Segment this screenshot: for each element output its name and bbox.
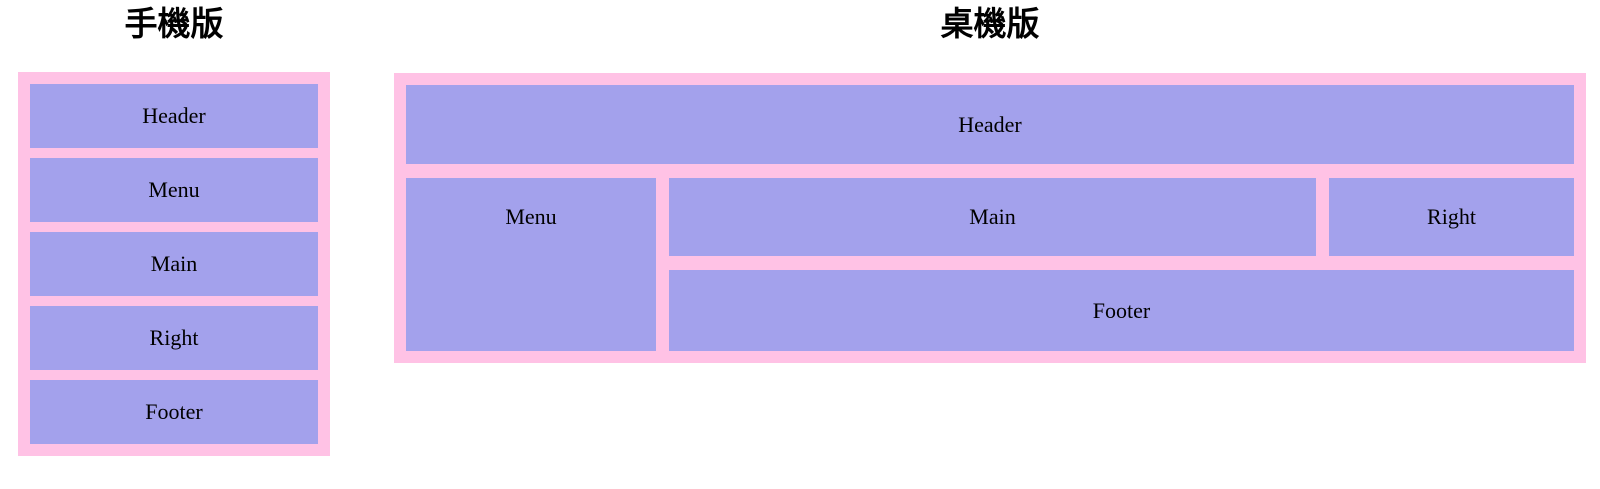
desktop-layout-container: Header Menu Main Right Footer — [394, 73, 1586, 363]
mobile-layout-container: Header Menu Main Right Footer — [18, 72, 330, 456]
desktop-header-box: Header — [406, 85, 1574, 164]
desktop-footer-box: Footer — [669, 270, 1574, 351]
mobile-version-title: 手機版 — [124, 5, 224, 42]
desktop-menu-box: Menu — [406, 178, 656, 351]
mobile-right-box: Right — [30, 306, 318, 370]
mobile-main-box: Main — [30, 232, 318, 296]
mobile-header-box: Header — [30, 84, 318, 148]
mobile-footer-box: Footer — [30, 380, 318, 444]
desktop-right-box: Right — [1329, 178, 1574, 256]
desktop-version-title: 桌機版 — [940, 5, 1040, 42]
mobile-menu-box: Menu — [30, 158, 318, 222]
desktop-menu-label: Menu — [505, 204, 557, 229]
desktop-main-box: Main — [669, 178, 1316, 256]
